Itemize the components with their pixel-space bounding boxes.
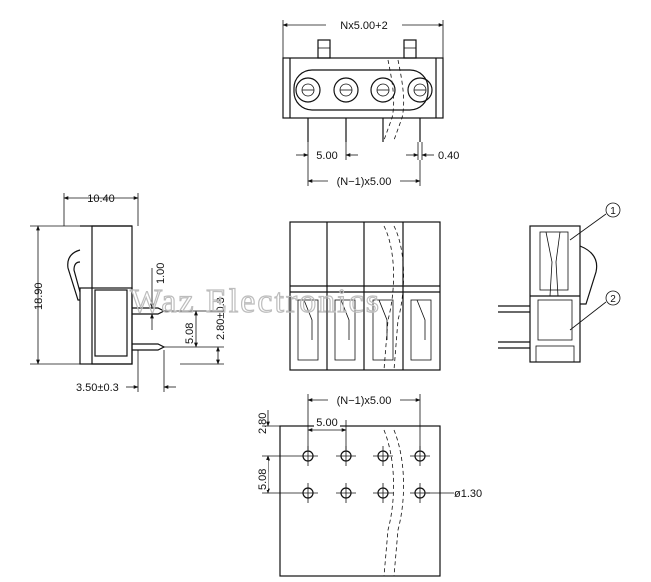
dim-side-pin-gap: 2.80±0.3 <box>215 297 227 340</box>
top-view: Nx5.00+2 <box>282 18 459 188</box>
dim-side-pin-spacing: 5.08 <box>184 323 196 344</box>
front-view <box>289 221 441 371</box>
dim-side-pin-len: 1.00 <box>155 263 167 284</box>
dim-top-span: (N−1)x5.00 <box>337 176 392 188</box>
side-view: 10.40 18.90 1.00 5.08 2.80±0.3 3.50± <box>30 193 227 394</box>
watermark: Waz Electronics <box>130 283 381 320</box>
dim-side-width: 10.40 <box>87 193 115 205</box>
dim-bottom-pitch: 5.00 <box>316 417 337 429</box>
dim-side-height: 18.90 <box>33 282 45 310</box>
dim-hole-dia: ø1.30 <box>454 488 482 500</box>
dim-top-width: Nx5.00+2 <box>340 20 387 32</box>
dim-bottom-edge: 2.80 <box>257 413 269 434</box>
callout-1: 1 <box>610 206 616 217</box>
dim-bottom-row-spacing: 5.08 <box>257 469 269 490</box>
section-view: 1 2 <box>498 202 621 363</box>
dim-side-offset: 3.50±0.3 <box>76 382 119 394</box>
dim-top-pitch: 5.00 <box>316 150 337 162</box>
dim-bottom-span: (N−1)x5.00 <box>337 395 392 407</box>
pcb-view: (N−1)x5.00 5.00 <box>256 393 482 577</box>
callout-2: 2 <box>610 294 616 305</box>
dim-top-pin: 0.40 <box>438 150 459 162</box>
